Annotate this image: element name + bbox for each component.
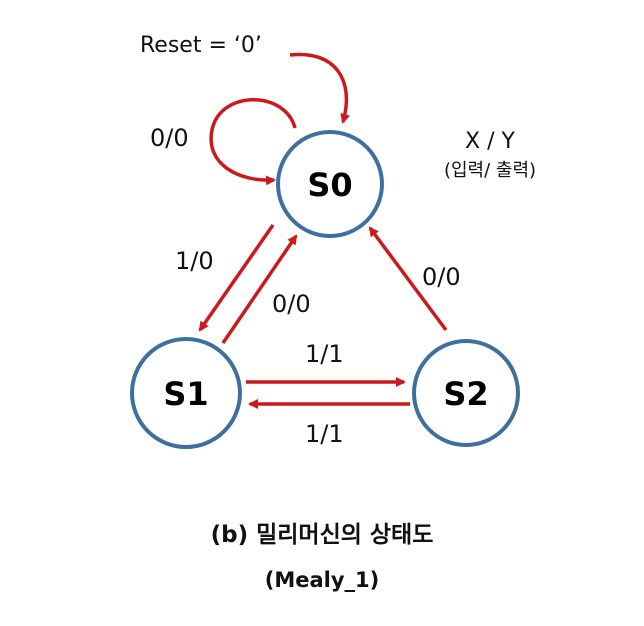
state-s0: S0 — [276, 130, 384, 238]
s0-self-loop-label: 0/0 — [150, 124, 189, 152]
s2-to-s0-arrow — [368, 226, 448, 332]
reset-arrow — [289, 52, 351, 124]
state-s1-label: S1 — [163, 375, 208, 413]
state-s1: S1 — [130, 337, 242, 449]
s1-to-s0-arrow — [221, 234, 298, 344]
s0-to-s1-label: 1/0 — [175, 247, 214, 275]
s1-to-s0-label: 0/0 — [272, 290, 311, 318]
s2-to-s0-label: 0/0 — [422, 263, 461, 291]
diagram-caption-title: (b) 밀리머신의 상태도 — [210, 522, 434, 548]
s1-to-s2-label: 1/1 — [305, 340, 344, 368]
s2-to-s1-label: 1/1 — [305, 420, 344, 448]
io-legend-description: (입력/ 출력) — [444, 160, 536, 181]
state-s2-label: S2 — [443, 375, 488, 413]
state-s0-label: S0 — [307, 166, 352, 204]
reset-label: Reset = ‘0’ — [140, 33, 262, 58]
s0-to-s1-arrow — [198, 224, 275, 332]
s0-self-loop-arrow — [209, 98, 297, 186]
state-s2: S2 — [412, 339, 520, 447]
diagram-caption-subtitle: (Mealy_1) — [264, 568, 380, 592]
io-legend: X / Y — [465, 129, 515, 154]
